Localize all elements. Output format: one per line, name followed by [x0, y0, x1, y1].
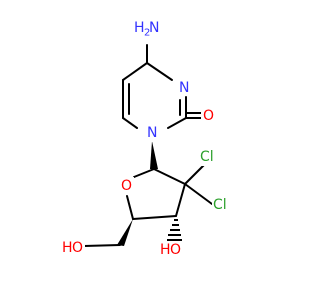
wedge-n1-c1prime [150, 141, 158, 169]
atom-carbonyl-o: O [203, 108, 214, 124]
bond-c1-c2 [153, 168, 186, 185]
bond-c4-c3 [132, 215, 177, 220]
structure-diagram: H 2 N N N O O Cl Cl H O H O [62, 20, 227, 258]
bond-n1-c6 [122, 117, 138, 129]
bond-c2-cl-b [184, 183, 213, 205]
atom-cl-b: Cl [213, 197, 227, 213]
atom-ring-o: O [121, 178, 132, 194]
bond-c2-n1 [167, 117, 187, 129]
bond-c4-n3 [146, 62, 173, 81]
atom-oh5-h: H [62, 240, 73, 256]
atom-n1: N [147, 125, 157, 141]
molecule-canvas: H 2 N N N O O Cl Cl H O H O [62, 20, 227, 258]
atom-amine-n: N [149, 20, 159, 36]
bond-c5-oh [83, 244, 121, 247]
atom-oh3-o: O [170, 242, 181, 258]
bond-c2-c3 [175, 183, 186, 217]
atom-cl-a: Cl [200, 149, 214, 165]
bond-c1-o4 [133, 168, 155, 178]
hash-c3-oh [167, 219, 182, 241]
bond-o4-c4 [126, 195, 134, 220]
wedge-c4-c5 [117, 219, 133, 246]
bond-c2-cl-a [184, 164, 205, 185]
atom-amine-h: H [134, 20, 145, 36]
atom-oh3-h: H [160, 242, 171, 258]
atom-oh5-o: O [72, 240, 83, 256]
bond-c5-c4 [122, 62, 148, 81]
atom-amine-h-count: 2 [144, 28, 150, 39]
atom-n3: N [179, 80, 189, 96]
